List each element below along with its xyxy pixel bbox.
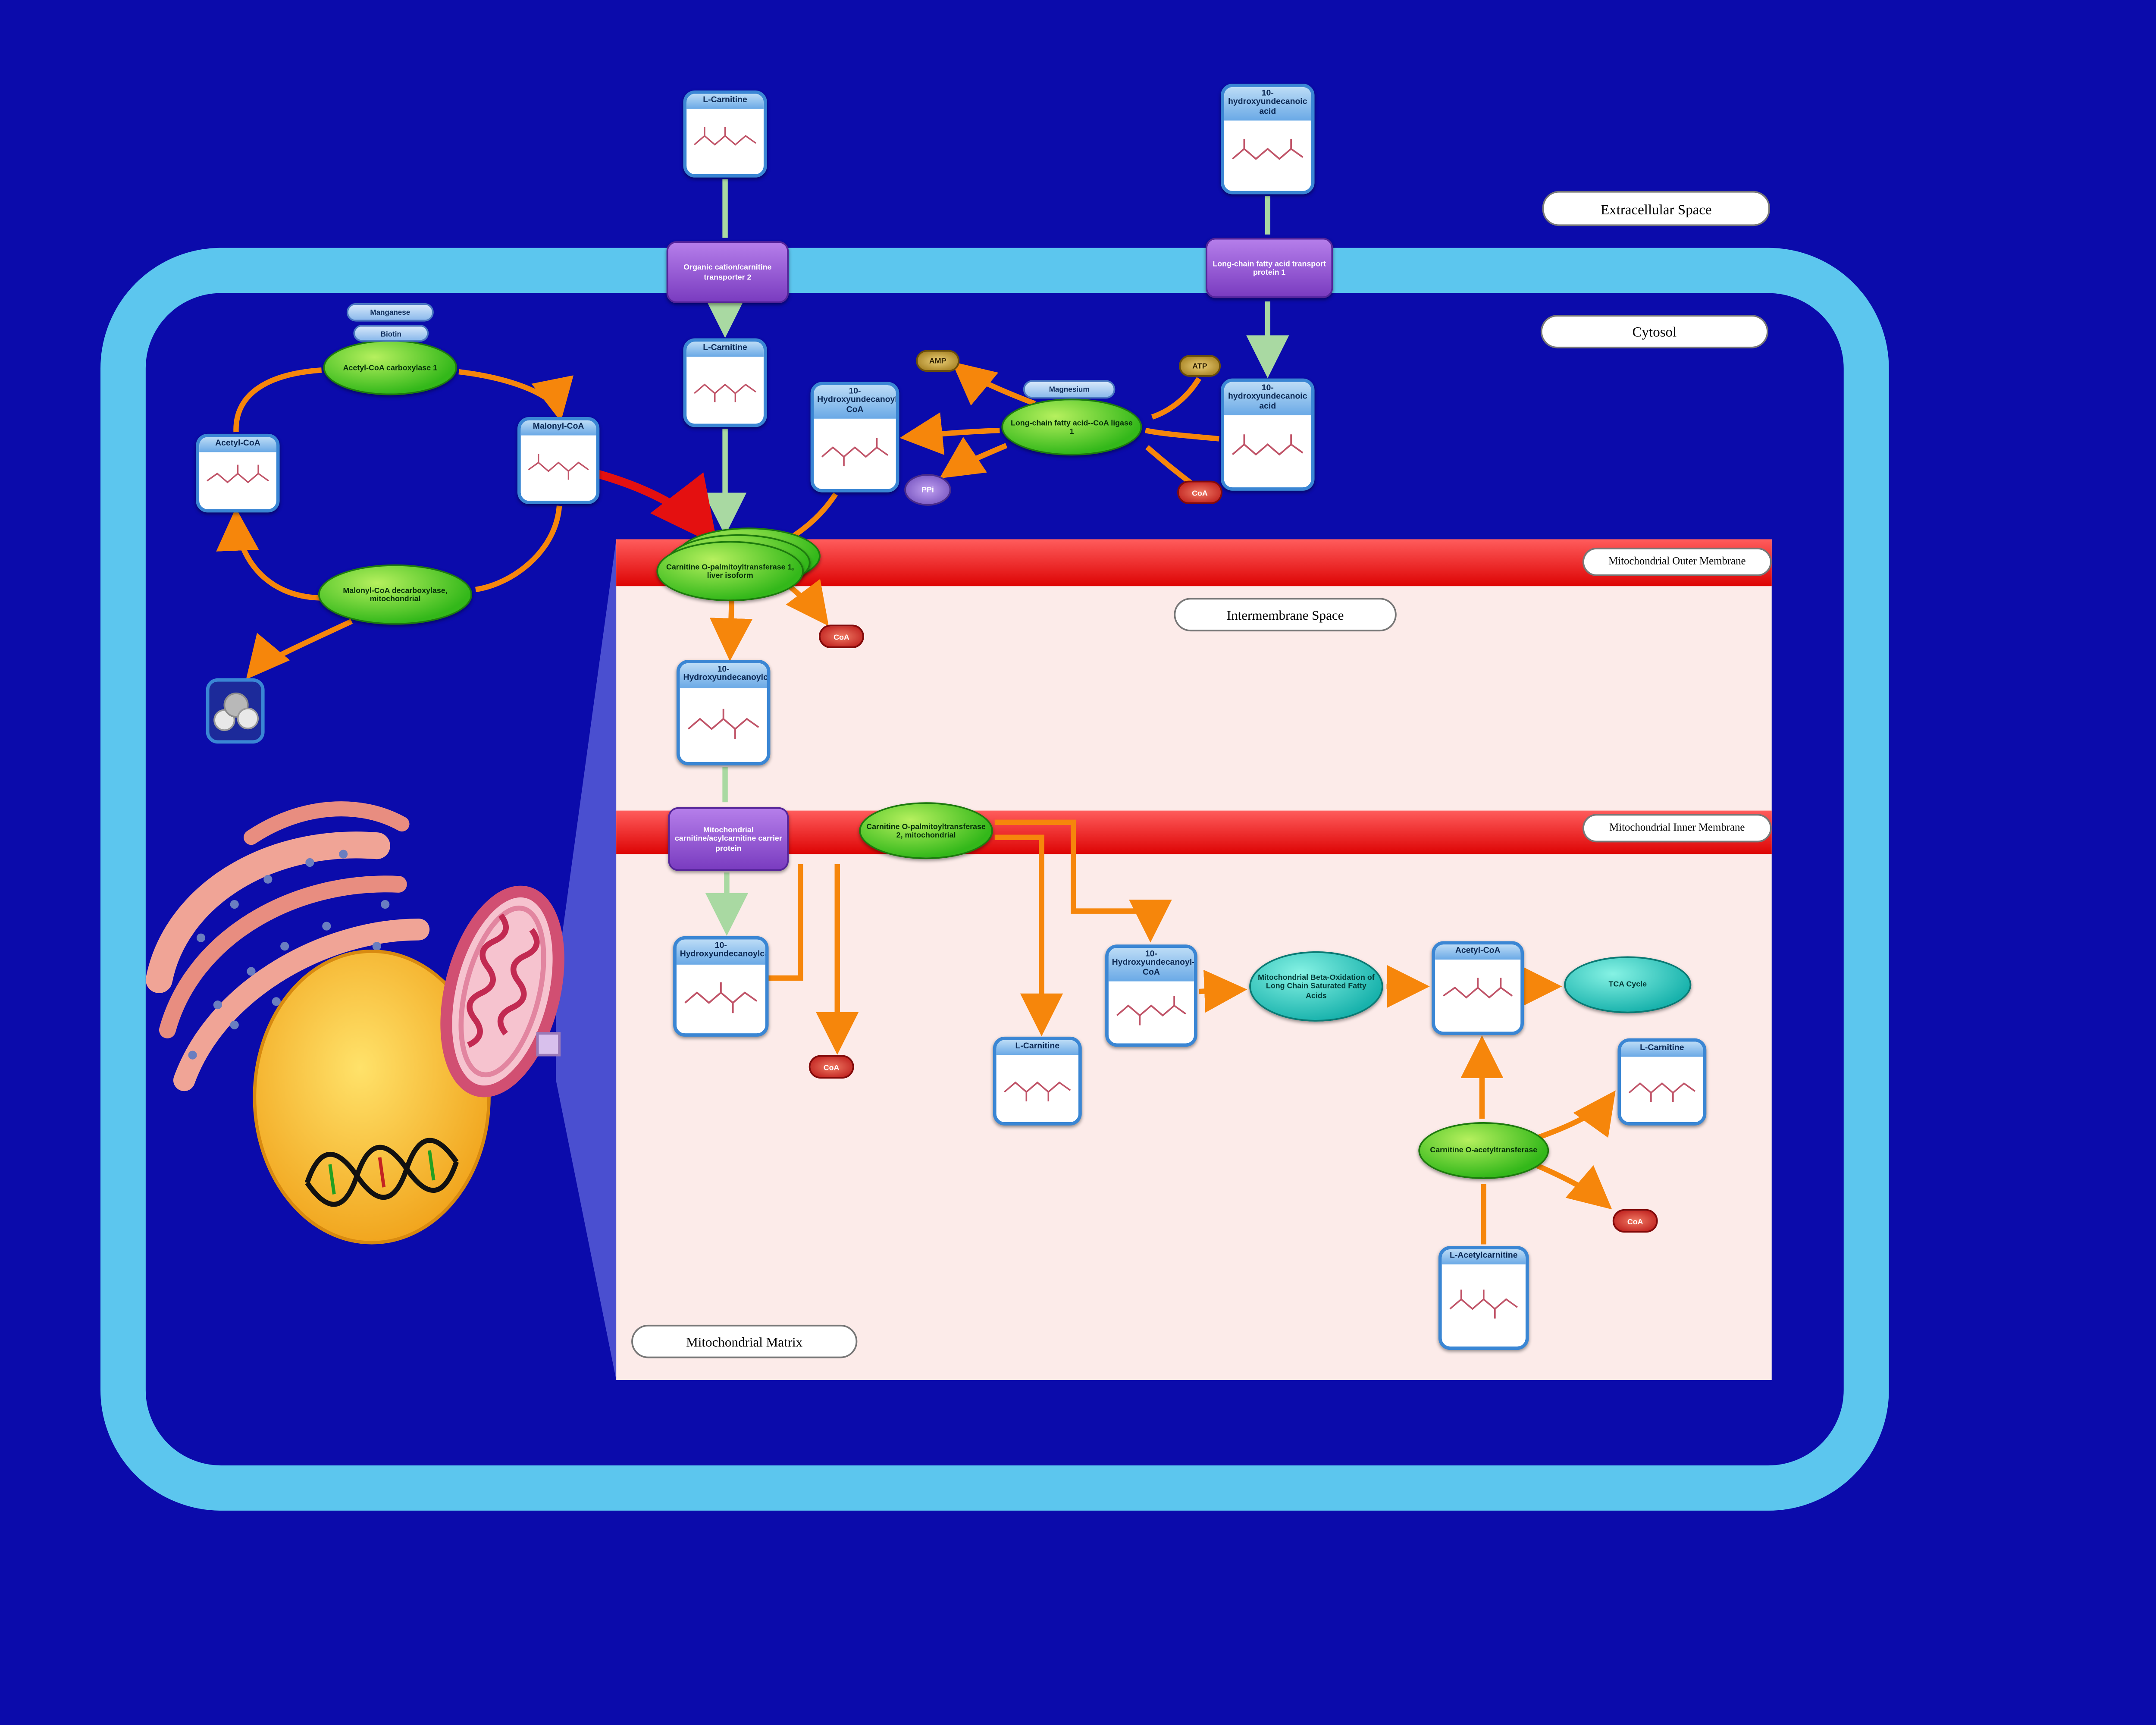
metabolite-10-hydroxyundecanoylcarnitine-ims[interactable]: 10-Hydroxyundecanoylcarnitine <box>676 660 771 765</box>
pathway-beta-oxidation[interactable]: Mitochondrial Beta-Oxidation of Long Cha… <box>1249 951 1383 1022</box>
cell-membrane <box>100 248 1889 1511</box>
metabolite-10-hydroxyundecanoylcarnitine-matrix[interactable]: 10-Hydroxyundecanoylcarnitine <box>673 936 769 1037</box>
metabolite-10-hydroxyundecanoic-acid-extracellular[interactable]: 10-hydroxyundecanoic acid <box>1221 84 1315 194</box>
chemical-structure <box>1108 982 1194 1044</box>
enzyme-acetyl-coa-carboxylase-1[interactable]: Acetyl-CoA carboxylase 1 <box>323 340 458 395</box>
metabolite-label: 10-Hydroxyundecanoylcarnitine <box>680 663 767 688</box>
metabolite-10-hydroxyundecanoic-acid-cytosol[interactable]: 10-hydroxyundecanoic acid <box>1221 378 1315 491</box>
chemical-structure <box>814 419 896 489</box>
transporter-cact[interactable]: Mitochondrial carnitine/acylcarnitine ca… <box>668 807 789 871</box>
cofactor-ppi[interactable]: PPi <box>904 474 951 506</box>
cofactor-biotin[interactable]: Biotin <box>353 325 429 342</box>
pathway-label: TCA Cycle <box>1608 980 1647 989</box>
cofactor-coa-cpt2[interactable]: CoA <box>808 1055 854 1079</box>
metabolite-10-hydroxyundecanoyl-coa-matrix[interactable]: 10-Hydroxyundecanoyl-CoA <box>1105 944 1197 1047</box>
metabolite-label: 10-Hydroxyundecanoyl-CoA <box>1108 948 1194 982</box>
transporter-label: Mitochondrial carnitine/acylcarnitine ca… <box>674 825 782 852</box>
region-label-extracellular: Extracellular Space <box>1542 191 1770 226</box>
enzyme-label: Carnitine O-palmitoyltransferase 1, live… <box>666 562 794 580</box>
region-label-matrix: Mitochondrial Matrix <box>631 1324 858 1358</box>
metabolite-10-hydroxyundecanoyl-coa-cytosol[interactable]: 10-Hydroxyundecanoyl-CoA <box>810 382 899 492</box>
enzyme-carnitine-o-palmitoyltransferase-1[interactable]: Carnitine O-palmitoyltransferase 1, live… <box>656 541 804 602</box>
metabolite-l-carnitine-matrix-2[interactable]: L-Carnitine <box>1617 1038 1707 1126</box>
cofactor-atp[interactable]: ATP <box>1178 355 1221 377</box>
enzyme-label: Malonyl-CoA decarboxylase, mitochondrial <box>343 586 448 603</box>
metabolite-l-acetylcarnitine[interactable]: L-Acetylcarnitine <box>1438 1246 1529 1350</box>
metabolite-l-carnitine-extracellular[interactable]: L-Carnitine <box>683 90 767 178</box>
mitochondrial-inner-membrane-band <box>616 810 1772 854</box>
region-label-cytosol: Cytosol <box>1540 315 1768 348</box>
cofactor-manganese[interactable]: Manganese <box>346 303 434 322</box>
enzyme-label: Carnitine O-palmitoyltransferase 2, mito… <box>866 822 986 839</box>
chemical-structure <box>520 435 596 501</box>
pathway-tca-cycle[interactable]: TCA Cycle <box>1564 956 1692 1013</box>
chemical-structure <box>1435 959 1521 1032</box>
metabolite-label: 10-hydroxyundecanoic acid <box>1224 87 1311 121</box>
transporter-label: Long-chain fatty acid transport protein … <box>1213 259 1326 276</box>
region-label-intermembrane-space: Intermembrane Space <box>1174 598 1397 632</box>
chemical-structure <box>1224 416 1311 488</box>
metabolite-l-carnitine-cytosol[interactable]: L-Carnitine <box>683 338 767 427</box>
metabolite-l-carnitine-matrix[interactable]: L-Carnitine <box>993 1036 1082 1126</box>
carbon-dioxide-molecule[interactable] <box>206 678 265 744</box>
metabolite-label: 10-Hydroxyundecanoyl-CoA <box>814 385 896 419</box>
cofactor-coa-crat[interactable]: CoA <box>1612 1209 1658 1233</box>
metabolite-label: L-Carnitine <box>686 94 764 109</box>
chemical-structure <box>1442 1264 1526 1347</box>
metabolite-label: 10-Hydroxyundecanoylcarnitine <box>676 939 765 964</box>
metabolite-label: L-Carnitine <box>686 342 764 357</box>
chemical-structure <box>676 963 765 1034</box>
enzyme-label: Carnitine O-acetyltransferase <box>1430 1146 1538 1155</box>
enzyme-carnitine-o-acetyltransferase[interactable]: Carnitine O-acetyltransferase <box>1418 1122 1549 1179</box>
chemical-structure <box>686 108 764 174</box>
metabolite-malonyl-coa[interactable]: Malonyl-CoA <box>517 417 600 504</box>
transporter-fatp1[interactable]: Long-chain fatty acid transport protein … <box>1206 238 1333 298</box>
transporter-octn2[interactable]: Organic cation/carnitine transporter 2 <box>666 241 789 303</box>
molecule-spheres <box>213 691 258 731</box>
metabolite-label: Acetyl-CoA <box>199 437 276 452</box>
metabolite-label: L-Acetylcarnitine <box>1442 1249 1526 1264</box>
chemical-structure <box>680 687 767 762</box>
region-label-outer-membrane: Mitochondrial Outer Membrane <box>1582 547 1772 576</box>
metabolite-acetyl-coa-matrix[interactable]: Acetyl-CoA <box>1432 941 1524 1035</box>
pathway-label: Mitochondrial Beta-Oxidation of Long Cha… <box>1258 973 1375 1000</box>
enzyme-long-chain-fatty-acid-coa-ligase-1[interactable]: Long-chain fatty acid--CoA ligase 1 <box>1001 398 1142 456</box>
cofactor-coa-cpt1[interactable]: CoA <box>819 624 864 648</box>
metabolite-label: L-Carnitine <box>1621 1041 1703 1057</box>
enzyme-carnitine-o-palmitoyltransferase-2[interactable]: Carnitine O-palmitoyltransferase 2, mito… <box>859 802 993 859</box>
cofactor-amp[interactable]: AMP <box>916 350 960 372</box>
chemical-structure <box>1224 121 1311 191</box>
metabolite-label: 10-hydroxyundecanoic acid <box>1224 382 1311 416</box>
chemical-structure <box>199 452 276 509</box>
transporter-label: Organic cation/carnitine transporter 2 <box>683 263 772 281</box>
metabolite-label: Malonyl-CoA <box>520 420 596 435</box>
metabolite-label: L-Carnitine <box>996 1040 1078 1055</box>
metabolite-acetyl-coa-cytosol[interactable]: Acetyl-CoA <box>196 433 280 513</box>
enzyme-malonyl-coa-decarboxylase[interactable]: Malonyl-CoA decarboxylase, mitochondrial <box>318 564 473 625</box>
region-label-inner-membrane: Mitochondrial Inner Membrane <box>1582 814 1772 843</box>
metabolite-label: Acetyl-CoA <box>1435 944 1521 960</box>
chemical-structure <box>996 1054 1078 1122</box>
chemical-structure <box>686 356 764 424</box>
cofactor-coa-ligase[interactable]: CoA <box>1177 480 1222 504</box>
enzyme-label: Long-chain fatty acid--CoA ligase 1 <box>1010 418 1133 436</box>
chemical-structure <box>1621 1056 1703 1122</box>
enzyme-label: Acetyl-CoA carboxylase 1 <box>343 363 438 372</box>
cofactor-magnesium[interactable]: Magnesium <box>1023 380 1116 399</box>
